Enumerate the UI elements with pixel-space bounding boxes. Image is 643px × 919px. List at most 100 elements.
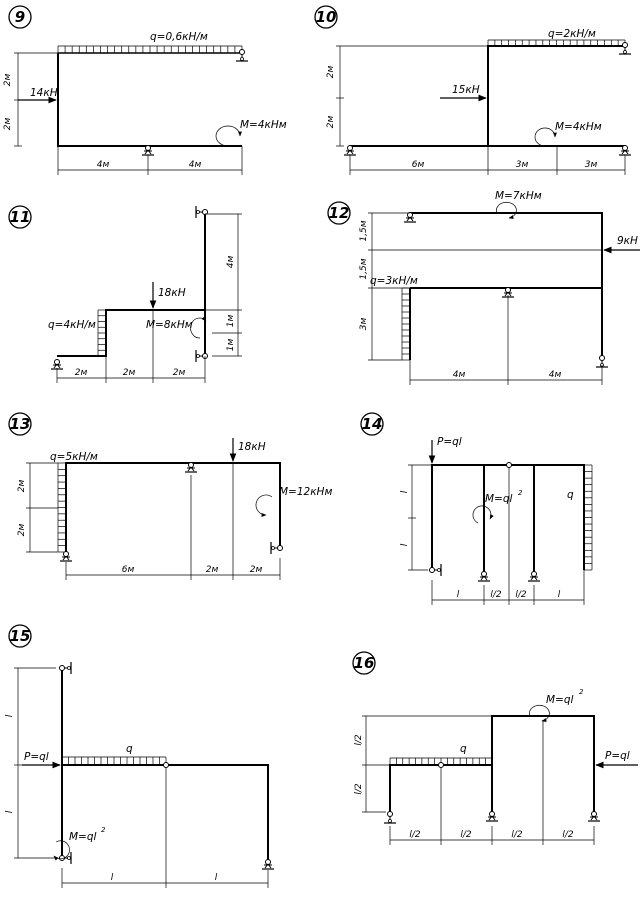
problem-10-dimensions bbox=[336, 45, 626, 175]
problem-11-dim-2: 1м bbox=[226, 315, 236, 328]
problem-14-label-force: P=ql bbox=[437, 436, 462, 448]
problem-10-dim-2: 2м bbox=[326, 116, 336, 129]
problem-11-dim-4: 2м bbox=[75, 368, 88, 378]
problem-13-frame bbox=[65, 462, 281, 552]
problem-11-pin-support bbox=[50, 358, 64, 370]
problem-10-number: 10 bbox=[316, 8, 337, 26]
problem-16-pin-middle bbox=[485, 810, 499, 822]
problem-9-moment-arrow bbox=[215, 125, 242, 147]
problem-13-dim-5: 2м bbox=[250, 565, 263, 575]
problem-15-moment-arrow bbox=[53, 840, 70, 861]
problem-15-label-moment: M=ql bbox=[69, 831, 97, 843]
problem-10-label-q: q=2кН/м bbox=[548, 28, 596, 40]
problem-13-label-moment: M=12кНм bbox=[279, 486, 332, 498]
problem-16: 16 M=ql 2 q P=ql l/2 l/2 l/2 l/2 l/2 l/2 bbox=[352, 651, 638, 845]
problem-9-label-q: q=0,6кН/м bbox=[150, 31, 208, 43]
problem-15: 15 P=ql q M=ql 2 l l l l bbox=[5, 624, 275, 888]
problem-11-number: 11 bbox=[10, 208, 31, 226]
problem-13-number: 13 bbox=[10, 415, 31, 433]
problem-16-moment-arrow bbox=[529, 704, 550, 722]
problem-11: 11 18кН q=4кН/м M=8кНм 4м 1м 1м 2м 2м 2м bbox=[8, 205, 242, 383]
problem-10-label-moment: M=4кНм bbox=[555, 121, 602, 133]
problem-10-dim-5: 3м bbox=[585, 160, 598, 170]
problem-9-dim-2: 2м bbox=[3, 118, 13, 131]
problem-13-pin-left bbox=[59, 550, 73, 562]
problem-13-dim-3: 6м bbox=[122, 565, 135, 575]
problem-14-number: 14 bbox=[362, 415, 383, 433]
problem-13-label-q: q=5кН/м bbox=[50, 451, 98, 463]
problem-12-label-force: 9кН bbox=[617, 235, 638, 247]
problem-9-number-circle: 9 bbox=[8, 5, 32, 29]
problem-9-label-force: 14кН bbox=[30, 87, 58, 99]
problem-15-dim-3: l bbox=[111, 873, 114, 883]
problem-15-label-q: q bbox=[126, 743, 133, 755]
problem-9-frame bbox=[57, 53, 242, 147]
problem-11-label-moment: M=8кНм bbox=[146, 319, 193, 331]
problem-14-dim-5: l/2 bbox=[515, 590, 527, 600]
problem-12-dim-1: 1,5м bbox=[359, 220, 369, 241]
problem-12-number: 12 bbox=[329, 204, 350, 222]
problem-16-dim-4: l/2 bbox=[460, 830, 472, 840]
problem-16-dim-3: l/2 bbox=[409, 830, 421, 840]
problem-14-dimensions bbox=[408, 464, 585, 605]
problem-11-dim-1: 4м bbox=[226, 256, 236, 269]
problem-16-dim-5: l/2 bbox=[511, 830, 523, 840]
problem-12-label-moment: M=7кНм bbox=[495, 190, 542, 202]
problem-16-dim-2: l/2 bbox=[354, 783, 364, 795]
problem-12-dim-3: 3м bbox=[359, 318, 369, 331]
problem-16-dim-6: l/2 bbox=[562, 830, 574, 840]
problem-10-roller-top bbox=[618, 41, 632, 55]
problem-9-number: 9 bbox=[15, 8, 25, 26]
problem-13-moment-arrow bbox=[255, 494, 273, 517]
problem-14-frame bbox=[431, 464, 585, 572]
problem-14-pin-a bbox=[477, 570, 491, 582]
problem-11-dim-6: 2м bbox=[173, 368, 186, 378]
problem-16-label-moment-exp: 2 bbox=[579, 688, 584, 696]
problem-11-frame bbox=[57, 214, 206, 357]
problem-16-pin-right bbox=[587, 810, 601, 822]
problem-16-label-moment: M=ql bbox=[546, 694, 574, 706]
problem-11-label-q: q=4кН/м bbox=[48, 319, 96, 331]
problem-9-label-moment: M=4кНм bbox=[240, 119, 287, 131]
problem-9-dim-1: 2м bbox=[3, 74, 13, 87]
problem-14-moment-arrow bbox=[472, 505, 494, 524]
problem-15-label-moment-exp: 2 bbox=[101, 826, 106, 834]
problem-11-label-force: 18кН bbox=[158, 287, 186, 299]
problem-11-moment-arrow bbox=[190, 316, 207, 339]
problem-10-dim-3: 6м bbox=[412, 160, 425, 170]
problem-15-dim-2: l bbox=[5, 810, 15, 813]
problem-13-dim-2: 2м bbox=[17, 524, 27, 537]
problem-12: 12 M=7кНм 9кН q=3кН/м 1,5м 1,5м 3м 4м 4м bbox=[327, 190, 640, 385]
problem-11-dim-3: 1м bbox=[226, 339, 236, 352]
problem-13: 13 q=5кН/м 18кН M=12кНм 2м 2м 6м 2м 2м bbox=[8, 412, 332, 580]
problem-9-dim-4: 4м bbox=[189, 160, 202, 170]
problem-16-label-force: P=ql bbox=[605, 750, 630, 762]
problem-16-dimensions bbox=[362, 715, 595, 845]
problem-12-dimensions bbox=[368, 212, 603, 385]
problem-15-dimensions bbox=[14, 667, 269, 888]
problem-14: 14 P=ql M=ql 2 q l l l l/2 l/2 l bbox=[360, 412, 593, 605]
problem-12-dim-5: 4м bbox=[549, 370, 562, 380]
problem-16-roller-left bbox=[383, 810, 397, 824]
problem-13-label-force: 18кН bbox=[238, 441, 266, 453]
problem-14-pin-b bbox=[527, 570, 541, 582]
problem-15-pin-right bbox=[261, 858, 275, 870]
problem-16-dim-1: l/2 bbox=[354, 734, 364, 746]
problem-14-dim-3: l bbox=[457, 590, 460, 600]
problem-15-dim-4: l bbox=[215, 873, 218, 883]
problem-16-frame bbox=[389, 715, 595, 812]
problem-15-dim-1: l bbox=[5, 714, 15, 717]
problem-14-dim-6: l bbox=[558, 590, 561, 600]
problem-14-dim-2: l bbox=[400, 543, 410, 546]
problem-12-label-q: q=3кН/м bbox=[370, 275, 418, 287]
problem-16-label-q: q bbox=[460, 743, 467, 755]
problem-13-dim-1: 2м bbox=[17, 480, 27, 493]
problem-14-dim-4: l/2 bbox=[490, 590, 502, 600]
problem-9-dimensions bbox=[14, 52, 243, 175]
problem-9-dim-3: 4м bbox=[97, 160, 110, 170]
problem-12-frame bbox=[410, 212, 603, 356]
problem-13-dim-4: 2м bbox=[206, 565, 219, 575]
problem-10-label-force: 15кН bbox=[452, 84, 480, 96]
problem-12-moment-arrow bbox=[496, 201, 517, 219]
